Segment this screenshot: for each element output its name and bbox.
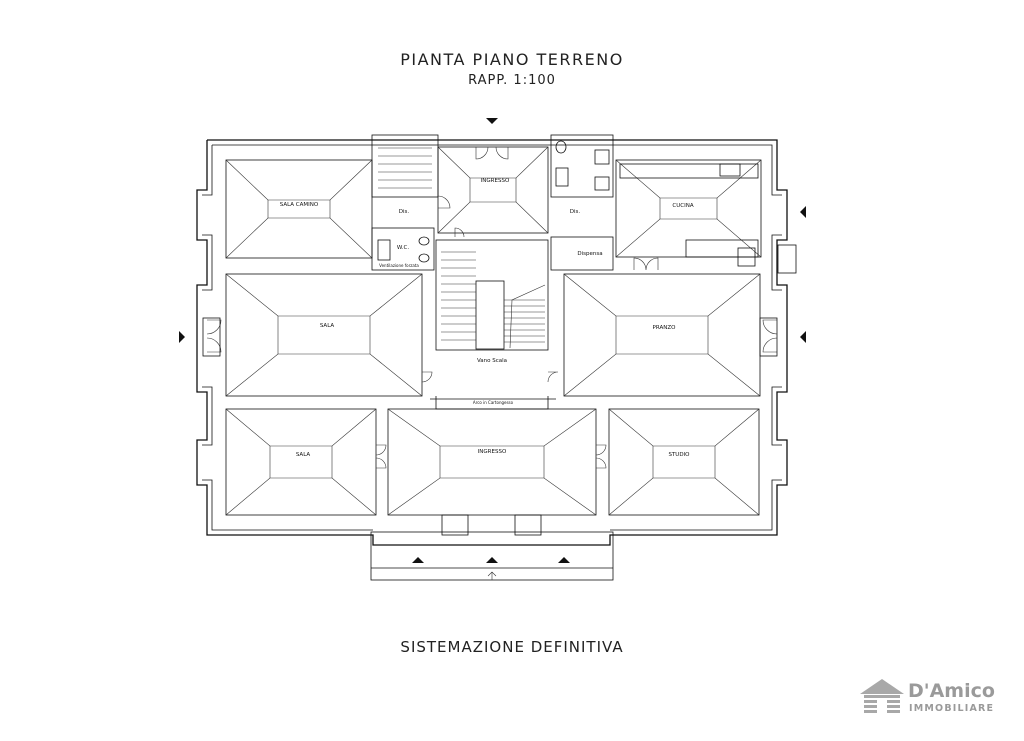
label-sala-mid: SALA: [320, 323, 335, 329]
label-ingresso-bottom: INGRESSO: [478, 449, 507, 455]
arrow-bottom-2: [486, 557, 498, 563]
label-cucina: CUCINA: [672, 203, 693, 209]
company-logo: D'Amico IMMOBILIARE: [858, 674, 998, 718]
staircase: [378, 147, 546, 349]
label-dis-left: Dis.: [399, 209, 410, 215]
entrance-arrows: [179, 118, 806, 580]
arrow-bottom-1: [412, 557, 424, 563]
arrow-right-upper: [800, 206, 806, 218]
plan-title: PIANTA PIANO TERRENO: [400, 50, 624, 69]
arrow-top: [486, 118, 498, 124]
arrow-bottom-3: [558, 557, 570, 563]
logo-name: D'Amico: [908, 680, 995, 702]
label-sala-camino: SALA CAMINO: [280, 202, 319, 208]
plan-scale: RAPP. 1:100: [468, 73, 556, 88]
room-labels: SALA CAMINO INGRESSO CUCINA Dis. Dis. W.…: [280, 178, 694, 458]
label-vano-scala: Vano Scala: [477, 358, 507, 364]
doors: [202, 146, 778, 469]
label-pranzo: PRANZO: [653, 325, 677, 331]
label-studio: STUDIO: [668, 452, 690, 458]
label-arco: Arco in Cartongesso: [473, 400, 514, 405]
arrow-right-lower: [800, 331, 806, 343]
arrow-left: [179, 331, 185, 343]
house-icon: [860, 679, 904, 713]
ceiling-hip-lines: [225, 146, 762, 516]
label-ventilazione: Ventilazione forzata: [379, 263, 419, 268]
label-dis-right: Dis.: [570, 209, 581, 215]
plan-caption: SISTEMAZIONE DEFINITIVA: [400, 638, 624, 656]
interior-walls: [225, 134, 762, 516]
label-ingresso-top: INGRESSO: [481, 178, 510, 184]
exterior-walls: [196, 139, 788, 546]
fixtures: [370, 140, 797, 581]
label-dispensa: Dispensa: [577, 251, 602, 257]
label-wc: W.C.: [397, 245, 409, 251]
logo-subtitle: IMMOBILIARE: [909, 703, 995, 714]
label-sala-bottom: SALA: [296, 452, 311, 458]
